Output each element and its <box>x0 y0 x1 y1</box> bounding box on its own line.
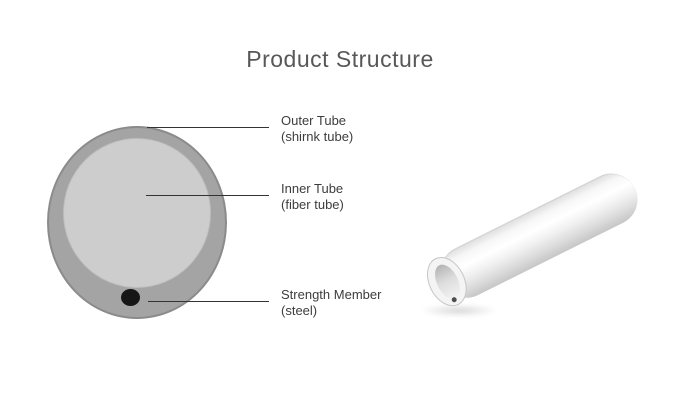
page-title: Product Structure <box>246 46 434 72</box>
strength-member-dot <box>121 289 140 306</box>
inner-tube-circle <box>63 138 211 288</box>
tube-3d-render <box>419 164 647 313</box>
leader-line-outer-tube <box>147 127 269 128</box>
label-strength-member-name: Strength Member <box>281 287 382 302</box>
label-outer-tube-detail: (shirnk tube) <box>281 129 354 144</box>
label-strength-member: Strength Member (steel) <box>281 287 381 319</box>
cross-section-diagram <box>47 126 227 319</box>
label-outer-tube: Outer Tube (shirnk tube) <box>281 113 353 145</box>
tube-drop-shadow <box>420 304 498 317</box>
label-inner-tube: Inner Tube (fiber tube) <box>281 181 344 213</box>
label-inner-tube-name: Inner Tube <box>281 181 344 196</box>
label-strength-member-detail: (steel) <box>281 303 318 318</box>
leader-line-inner-tube <box>146 195 269 196</box>
label-inner-tube-detail: (fiber tube) <box>281 197 344 212</box>
label-outer-tube-name: Outer Tube <box>281 113 347 128</box>
leader-line-strength-member <box>148 301 269 302</box>
